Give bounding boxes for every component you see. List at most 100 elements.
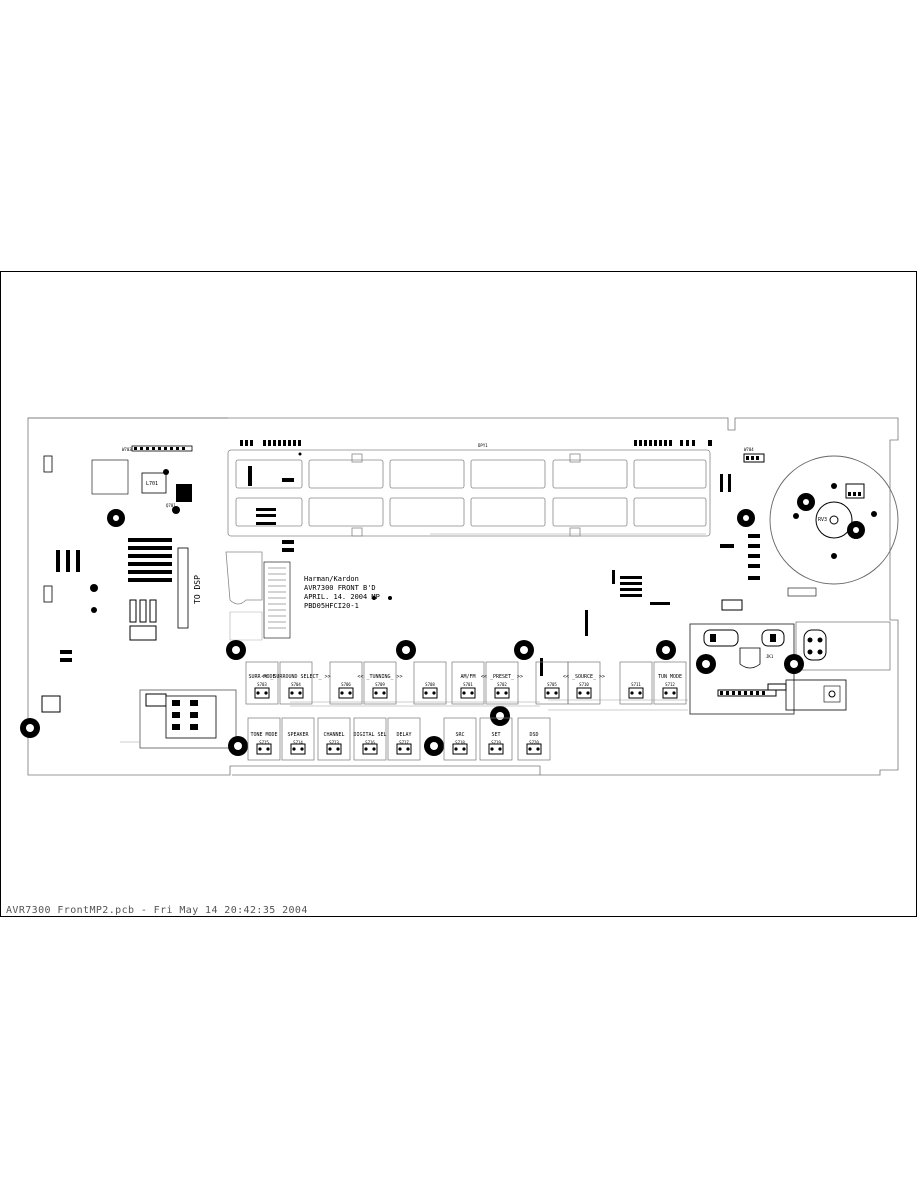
switch-pin [374, 691, 378, 695]
button-ref: S716 [365, 740, 375, 745]
tactile-switch[interactable] [494, 687, 510, 699]
tactile-switch[interactable] [256, 743, 272, 755]
switch-pin [638, 691, 642, 695]
switch-pin [424, 691, 428, 695]
button-frame-bottom [387, 717, 421, 761]
button-ref: S718 [455, 740, 465, 745]
tactile-switch[interactable] [372, 687, 388, 699]
button-frame-bottom [317, 717, 351, 761]
tactile-switch[interactable] [326, 743, 342, 755]
button-label: SET [491, 732, 501, 738]
button-label: DELAY [396, 732, 412, 738]
button-ref: S709 [375, 682, 385, 687]
switch-pin [256, 691, 260, 695]
switch-pin [546, 691, 550, 695]
button-ref: S704 [291, 682, 301, 687]
switch-pin [372, 747, 376, 751]
button-ref: S719 [491, 740, 501, 745]
button-ref: S712 [665, 682, 675, 687]
switch-pin [432, 691, 436, 695]
switch-pin [496, 691, 500, 695]
tactile-switch[interactable] [254, 687, 270, 699]
tactile-switch[interactable] [338, 687, 354, 699]
jack-ref: JK1 [766, 654, 774, 659]
tactile-switch[interactable] [488, 743, 504, 755]
button-label: SURR MODE [248, 674, 276, 680]
regulator-ref: Q701 [166, 503, 176, 508]
switch-pin [504, 691, 508, 695]
switch-pin [364, 747, 368, 751]
button-frame-top [451, 661, 485, 705]
switch-pin [264, 691, 268, 695]
tactile-switch[interactable] [422, 687, 438, 699]
tactile-switch[interactable] [288, 687, 304, 699]
board-title-brand: Harman/Kardon [304, 575, 359, 583]
button-label: SRC [455, 732, 465, 738]
button-frame-top [413, 661, 447, 705]
button-frame-bottom [353, 717, 387, 761]
connector-main-ref: W703 [122, 447, 132, 452]
button-frame-top [567, 661, 601, 705]
tactile-switch[interactable] [544, 687, 560, 699]
switch-pin [462, 747, 466, 751]
board-title-model: AVR7300 FRONT B'D [304, 584, 376, 592]
display-pins [240, 440, 712, 446]
switch-pin [578, 691, 582, 695]
switch-pin [398, 747, 402, 751]
tactile-switch[interactable] [628, 687, 644, 699]
switch-pin [406, 747, 410, 751]
switch-pin [340, 691, 344, 695]
tactile-switch[interactable] [576, 687, 592, 699]
button-ref: S702 [497, 682, 507, 687]
connector-block [139, 551, 263, 749]
switch-pin [554, 691, 558, 695]
switch-pin [536, 747, 540, 751]
switch-pin [528, 747, 532, 751]
button-label: << _SURROUND SELECT_ >> [261, 674, 331, 680]
button-label: << _TUNNING_ >> [357, 674, 403, 680]
board-title-date: APRIL. 14. 2004 MP [304, 593, 380, 601]
display-label: DPY1 [478, 443, 488, 448]
tactile-switch[interactable] [460, 687, 476, 699]
pin-table [263, 561, 291, 639]
button-ref: S710 [579, 682, 589, 687]
tactile-switch[interactable] [396, 743, 412, 755]
tactile-switch[interactable] [662, 687, 678, 699]
tactile-switch[interactable] [362, 743, 378, 755]
button-ref: S717 [399, 740, 409, 745]
button-frame-bottom [517, 717, 551, 761]
volume-knob-area [769, 455, 899, 585]
switch-pin [498, 747, 502, 751]
button-ref: S714 [293, 740, 303, 745]
button-frame-top [485, 661, 519, 705]
board-outline [27, 417, 899, 776]
button-label: << _SOURCE_ >> [562, 674, 606, 680]
switch-pin [490, 747, 494, 751]
switch-pin [336, 747, 340, 751]
button-label: AM/FM [460, 674, 476, 680]
switch-pin [266, 747, 270, 751]
button-frame-top [279, 661, 313, 705]
tactile-switch[interactable] [290, 743, 306, 755]
switch-pin [672, 691, 676, 695]
transformer-ref: L701 [146, 481, 159, 487]
button-ref: S703 [257, 682, 267, 687]
to-dsp-label: TO DSP [193, 575, 202, 604]
board-title-pcb-code: PBD05HFCI20-1 [304, 602, 359, 610]
switch-pin [298, 691, 302, 695]
tactile-switch[interactable] [452, 743, 468, 755]
switch-pin [258, 747, 262, 751]
button-ref: S711 [631, 682, 641, 687]
pcb-sheet [0, 271, 917, 917]
button-frame-top [329, 661, 363, 705]
button-frame-bottom [281, 717, 315, 761]
button-frame-bottom [247, 717, 281, 761]
switch-pin [664, 691, 668, 695]
switch-pin [292, 747, 296, 751]
tactile-switch[interactable] [526, 743, 542, 755]
button-frame-top [363, 661, 397, 705]
button-ref: S706 [341, 682, 351, 687]
button-label: DSD [529, 732, 539, 738]
switch-pin [290, 691, 294, 695]
